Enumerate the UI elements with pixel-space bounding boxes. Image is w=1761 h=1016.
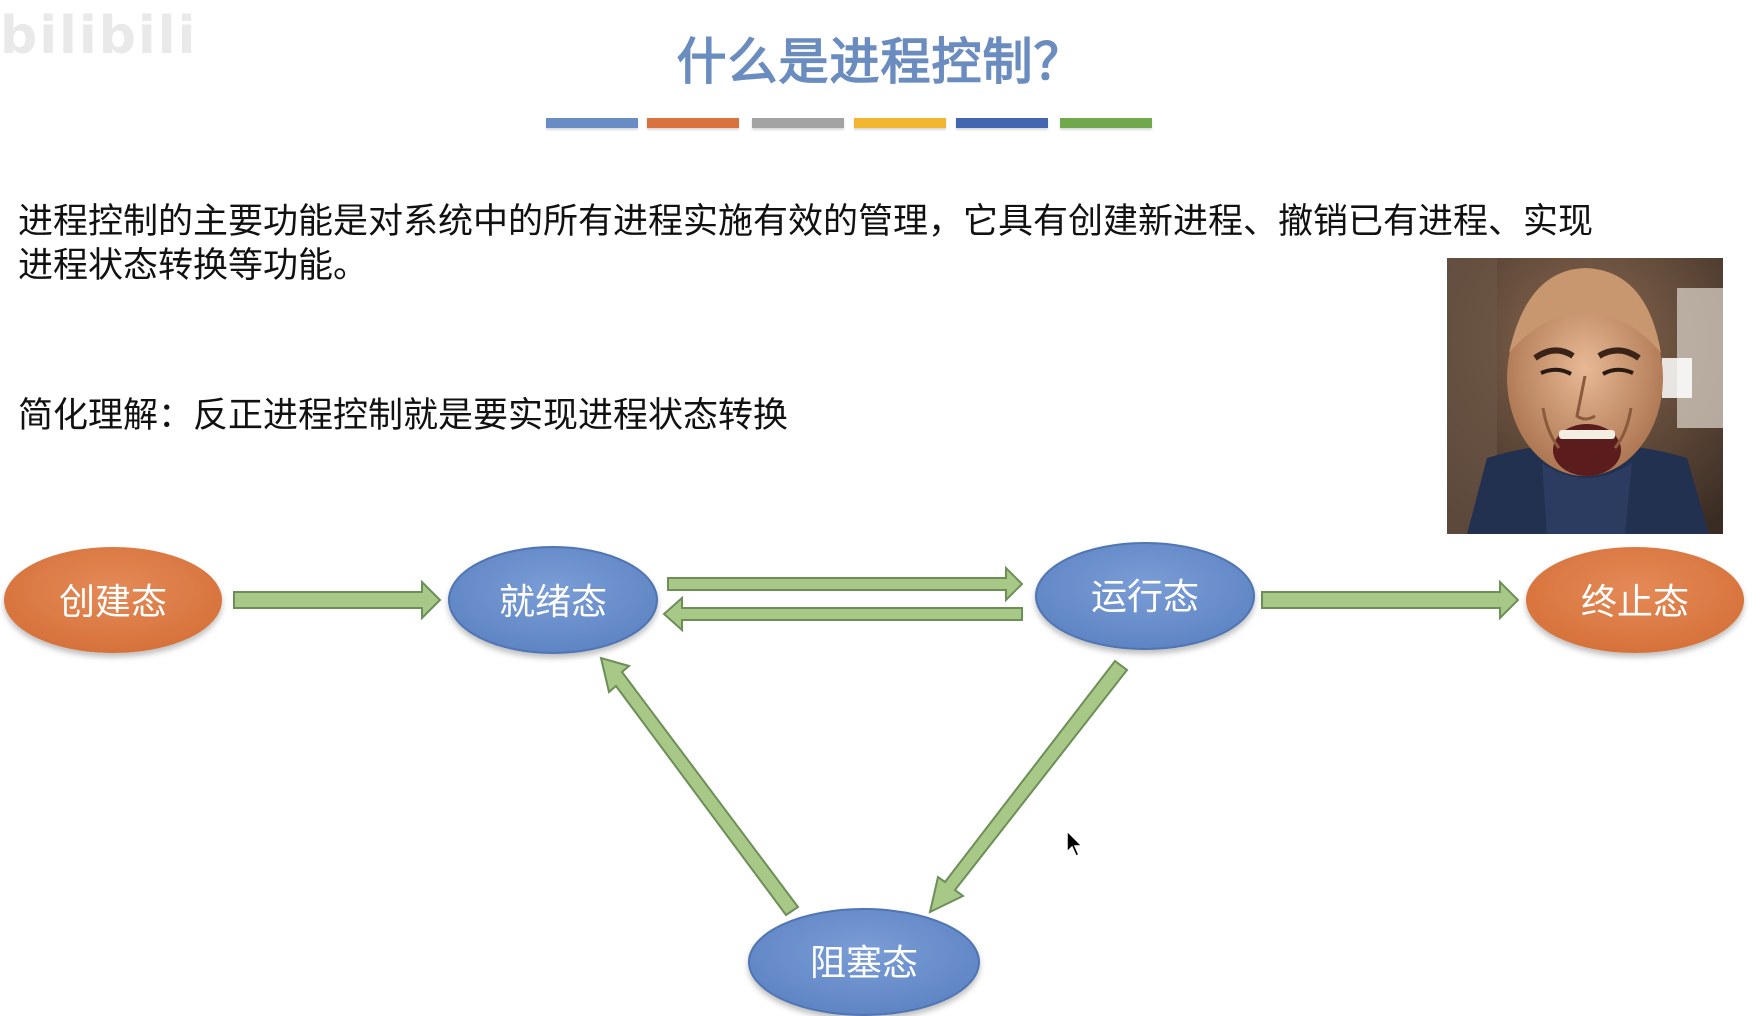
- node-running-label: 运行态: [1091, 577, 1199, 618]
- node-running: [1035, 542, 1255, 650]
- node-create: [4, 547, 222, 653]
- title-underline-bar-gray: [752, 118, 844, 128]
- node-blocked-label: 阻塞态: [810, 943, 918, 984]
- slide-title: 什么是进程控制？: [676, 32, 1085, 91]
- node-terminated-label: 终止态: [1581, 582, 1689, 623]
- meme-photo-icon: [1447, 258, 1723, 534]
- edge-running-to-blocked: [928, 659, 1129, 914]
- edge-running-to-ready: [662, 595, 1023, 633]
- node-blocked: [748, 908, 980, 1016]
- edge-create-to-ready: [233, 579, 442, 621]
- edge-running-to-terminated: [1261, 579, 1520, 621]
- simplified-understanding: 简化理解：反正进程控制就是要实现进程状态转换: [18, 396, 789, 436]
- paragraph-line-2: 进程状态转换等功能。: [18, 246, 369, 286]
- node-ready: [448, 546, 658, 654]
- title-underline-bar-yellow: [854, 118, 946, 128]
- title-underline-bar-orange: [647, 118, 739, 128]
- edge-blocked-to-ready: [599, 656, 800, 917]
- mouse-cursor-icon: [1066, 830, 1084, 857]
- node-terminated: [1526, 547, 1744, 653]
- title-underline-bar-navy: [956, 118, 1048, 128]
- title-underline-bar-green: [1060, 118, 1152, 128]
- node-create-label: 创建态: [59, 582, 167, 623]
- bilibili-watermark: bilibili: [0, 6, 198, 66]
- node-ready-label: 就绪态: [499, 582, 607, 623]
- title-underline-bar-blue: [546, 118, 638, 128]
- paragraph-line-1: 进程控制的主要功能是对系统中的所有进程实施有效的管理，它具有创建新进程、撤销已有…: [18, 202, 1594, 242]
- meme-photo: [1447, 258, 1723, 534]
- edge-ready-to-running: [667, 565, 1024, 603]
